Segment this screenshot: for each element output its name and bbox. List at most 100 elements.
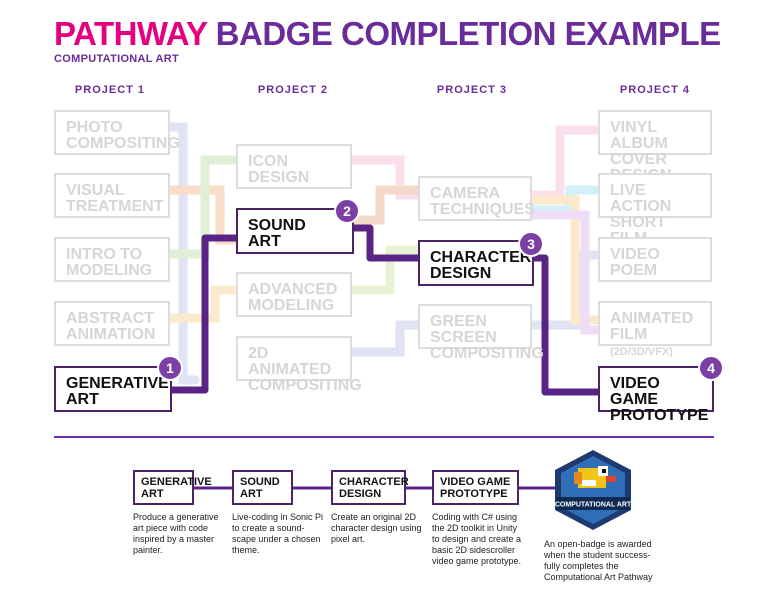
box-line2: ART — [248, 233, 281, 250]
project-box-abstract-animation[interactable]: ABSTRACT ANIMATION — [54, 301, 170, 346]
box-line2-small: (2D/3D/VFX) — [610, 346, 673, 358]
project-box-photo-compositing[interactable]: PHOTO COMPOSITING — [54, 110, 180, 155]
box-line1: CAMERA — [430, 185, 501, 202]
project-box-advanced-modeling[interactable]: ADVANCED MODELING — [236, 272, 352, 317]
step-badge-2: 2 — [334, 198, 360, 224]
desc-line: Computational Art Pathway — [544, 572, 653, 582]
box-line1: GREEN SCREEN — [430, 313, 497, 346]
summary-line2: PROTOTYPE — [440, 488, 508, 500]
box-line1: SOUND — [248, 217, 306, 234]
summary-box-character-design[interactable]: CHARACTER DESIGN — [331, 470, 409, 505]
summary-line1: CHARACTER — [339, 476, 409, 488]
desc-line: pixel art. — [331, 534, 366, 544]
box-line2: COMPOSITING — [248, 377, 362, 394]
box-line1: INTRO TO — [66, 246, 143, 263]
desc-line: the 2D toolkit in Unity — [432, 523, 518, 533]
summary-desc-video-game-prototype: Coding with C# using the 2D toolkit in U… — [432, 512, 521, 567]
summary-line2: ART — [141, 488, 164, 500]
step-badge-3: 3 — [518, 231, 544, 257]
summary-line1: VIDEO GAME — [440, 476, 511, 488]
desc-line: theme. — [232, 545, 260, 555]
summary-box-sound-art[interactable]: SOUND ART — [232, 470, 293, 505]
desc-line: to create a sound- — [232, 523, 305, 533]
pixel-bird-icon — [574, 466, 616, 488]
box-line2: FILM (2D/3D/VFX) — [610, 327, 700, 360]
computational-art-badge[interactable]: COMPUTATIONAL ART — [548, 448, 638, 532]
summary-box-video-game-prototype[interactable]: VIDEO GAME PROTOTYPE — [432, 470, 519, 505]
box-line1: CHARACTER — [430, 249, 532, 266]
box-line2: TECHNIQUES — [430, 201, 535, 218]
desc-line: scape under a chosen — [232, 534, 321, 544]
badge-description: An open-badge is awarded when the studen… — [544, 539, 654, 583]
box-line1: LIVE ACTION — [610, 182, 672, 215]
completed-path-line — [170, 224, 598, 396]
box-line1: PHOTO — [66, 119, 123, 136]
desc-line: when the student success- — [544, 550, 651, 560]
box-line1: ADVANCED — [248, 281, 338, 298]
summary-line1: GENERATIVE — [141, 476, 212, 488]
summary-line2: ART — [240, 488, 263, 500]
project-box-video-poem[interactable]: VIDEO POEM — [598, 237, 712, 282]
project-box-live-action-short-film[interactable]: LIVE ACTION SHORT FILM — [598, 173, 712, 247]
desc-line: Coding with C# using — [432, 512, 518, 522]
box-line2: COMPOSITING — [430, 345, 544, 362]
badge-ribbon — [556, 497, 630, 510]
summary-line1: SOUND — [240, 476, 280, 488]
desc-line: basic 2D sidescroller — [432, 545, 516, 555]
project-box-green-screen-compositing[interactable]: GREEN SCREEN COMPOSITING — [418, 304, 544, 362]
project-box-2d-animated-compositing[interactable]: 2D ANIMATED COMPOSITING — [236, 336, 362, 394]
box-line1: VINYL ALBUM — [610, 119, 668, 152]
step-badge-4: 4 — [698, 355, 724, 381]
summary-desc-generative-art: Produce a generative art piece with code… — [133, 512, 219, 556]
box-line1: ABSTRACT — [66, 310, 154, 327]
box-line2: MODELING — [248, 297, 335, 314]
column-header-project-3: PROJECT 3 — [436, 84, 508, 96]
desc-line: An open-badge is awarded — [544, 539, 652, 549]
desc-line: to design and create a — [432, 534, 522, 544]
summary-desc-character-design: Create an original 2D character design u… — [331, 512, 422, 545]
project-box-character-design[interactable]: CHARACTER DESIGN — [418, 240, 534, 286]
box-line2: DESIGN — [248, 169, 310, 186]
project-box-vinyl-album-cover-design[interactable]: VINYL ALBUM COVER DESIGN — [598, 110, 712, 184]
box-line2: COMPOSITING — [66, 135, 180, 152]
box-line2: PROTOTYPE — [610, 407, 709, 424]
title-highlight: PATHWAY — [54, 15, 207, 52]
box-line2: MODELING — [66, 262, 153, 279]
box-line2: TREATMENT — [66, 198, 164, 215]
project-box-icon-design[interactable]: ICON DESIGN — [236, 144, 352, 189]
desc-line: character design using — [331, 523, 422, 533]
section-divider — [54, 436, 714, 438]
desc-line: Produce a generative — [133, 512, 219, 522]
box-line2: ART — [66, 391, 99, 408]
box-line2: POEM — [610, 262, 658, 279]
box-line1: ICON — [248, 153, 288, 170]
desc-line: video game prototype. — [432, 556, 522, 566]
summary-desc-sound-art: Live-coding in Sonic Pi to create a soun… — [232, 512, 323, 556]
box-line2: ANIMATION — [66, 326, 156, 343]
title-rest: BADGE COMPLETION EXAMPLE — [215, 15, 722, 52]
desc-line: painter. — [133, 545, 163, 555]
project-box-visual-treatment[interactable]: VISUAL TREATMENT — [54, 173, 170, 218]
pathway-subtitle: COMPUTATIONAL ART — [54, 53, 180, 65]
project-box-camera-techniques[interactable]: CAMERA TECHNIQUES — [418, 176, 535, 221]
column-header-project-2: PROJECT 2 — [257, 84, 329, 96]
box-line1: VIDEO — [610, 246, 660, 263]
project-box-video-game-prototype[interactable]: VIDEO GAME PROTOTYPE — [598, 366, 714, 424]
project-box-intro-to-modeling[interactable]: INTRO TO MODELING — [54, 237, 170, 282]
desc-line: Live-coding in Sonic Pi — [232, 512, 324, 522]
desc-line: inspired by a master — [133, 534, 215, 544]
box-line1: 2D ANIMATED — [248, 345, 332, 378]
desc-line: art piece with code — [133, 523, 209, 533]
step-badge-1: 1 — [157, 355, 183, 381]
box-line1: ANIMATED — [610, 310, 694, 327]
page-title: PATHWAY BADGE COMPLETION EXAMPLE — [54, 14, 721, 54]
desc-line: Create an original 2D — [331, 512, 417, 522]
box-line1: VISUAL — [66, 182, 125, 199]
summary-box-generative-art[interactable]: GENERATIVE ART — [133, 470, 212, 505]
summary-line2: DESIGN — [339, 488, 382, 500]
project-box-generative-art[interactable]: GENERATIVE ART — [54, 366, 172, 412]
box-line2: DESIGN — [430, 265, 492, 282]
box-line1: GENERATIVE — [66, 375, 169, 392]
desc-line: fully completes the — [544, 561, 619, 571]
project-box-animated-film[interactable]: ANIMATED FILM (2D/3D/VFX) — [598, 301, 712, 358]
